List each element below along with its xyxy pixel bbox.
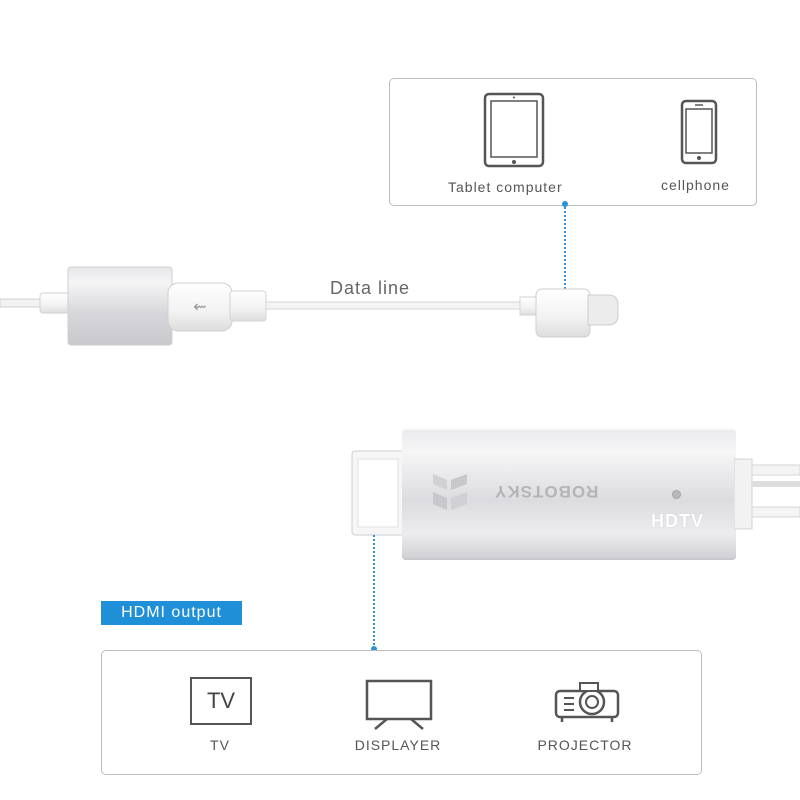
tv-icon-text: TV <box>206 688 236 713</box>
hdmi-plug <box>351 450 405 536</box>
data-cable-illustration: ⇜ <box>0 266 619 346</box>
hdmi-output-tag: HDMI output <box>101 601 242 625</box>
cellphone-label: cellphone <box>661 177 730 193</box>
svg-text:⇜: ⇜ <box>193 297 206 316</box>
connector-line-bottom <box>373 535 375 645</box>
projector-label: PROJECTOR <box>537 737 633 753</box>
tv-label: TV <box>210 737 230 753</box>
tv-icon: TV <box>190 677 252 725</box>
data-line-label: Data line <box>330 278 411 298</box>
brand-name: ROBOTSKY <box>494 482 599 501</box>
tablet-icon <box>483 92 545 168</box>
brand-logo <box>433 474 467 510</box>
source-device-box: Tablet computer cellphone <box>389 78 757 206</box>
tablet-label: Tablet computer <box>448 179 563 195</box>
connector-dot-top <box>562 201 568 207</box>
projector-icon <box>554 682 620 722</box>
connector-line-top <box>564 207 566 293</box>
connector-dot-bottom <box>371 646 377 652</box>
status-led <box>672 490 681 499</box>
monitor-icon <box>365 679 433 730</box>
cellphone-icon <box>680 99 718 165</box>
displayer-label: DISPLAYER <box>354 737 442 753</box>
adapter-cables <box>734 458 800 530</box>
output-device-box: TV TV DISPLAYER PROJECTOR <box>101 650 702 775</box>
hdtv-label: HDTV <box>651 511 704 531</box>
